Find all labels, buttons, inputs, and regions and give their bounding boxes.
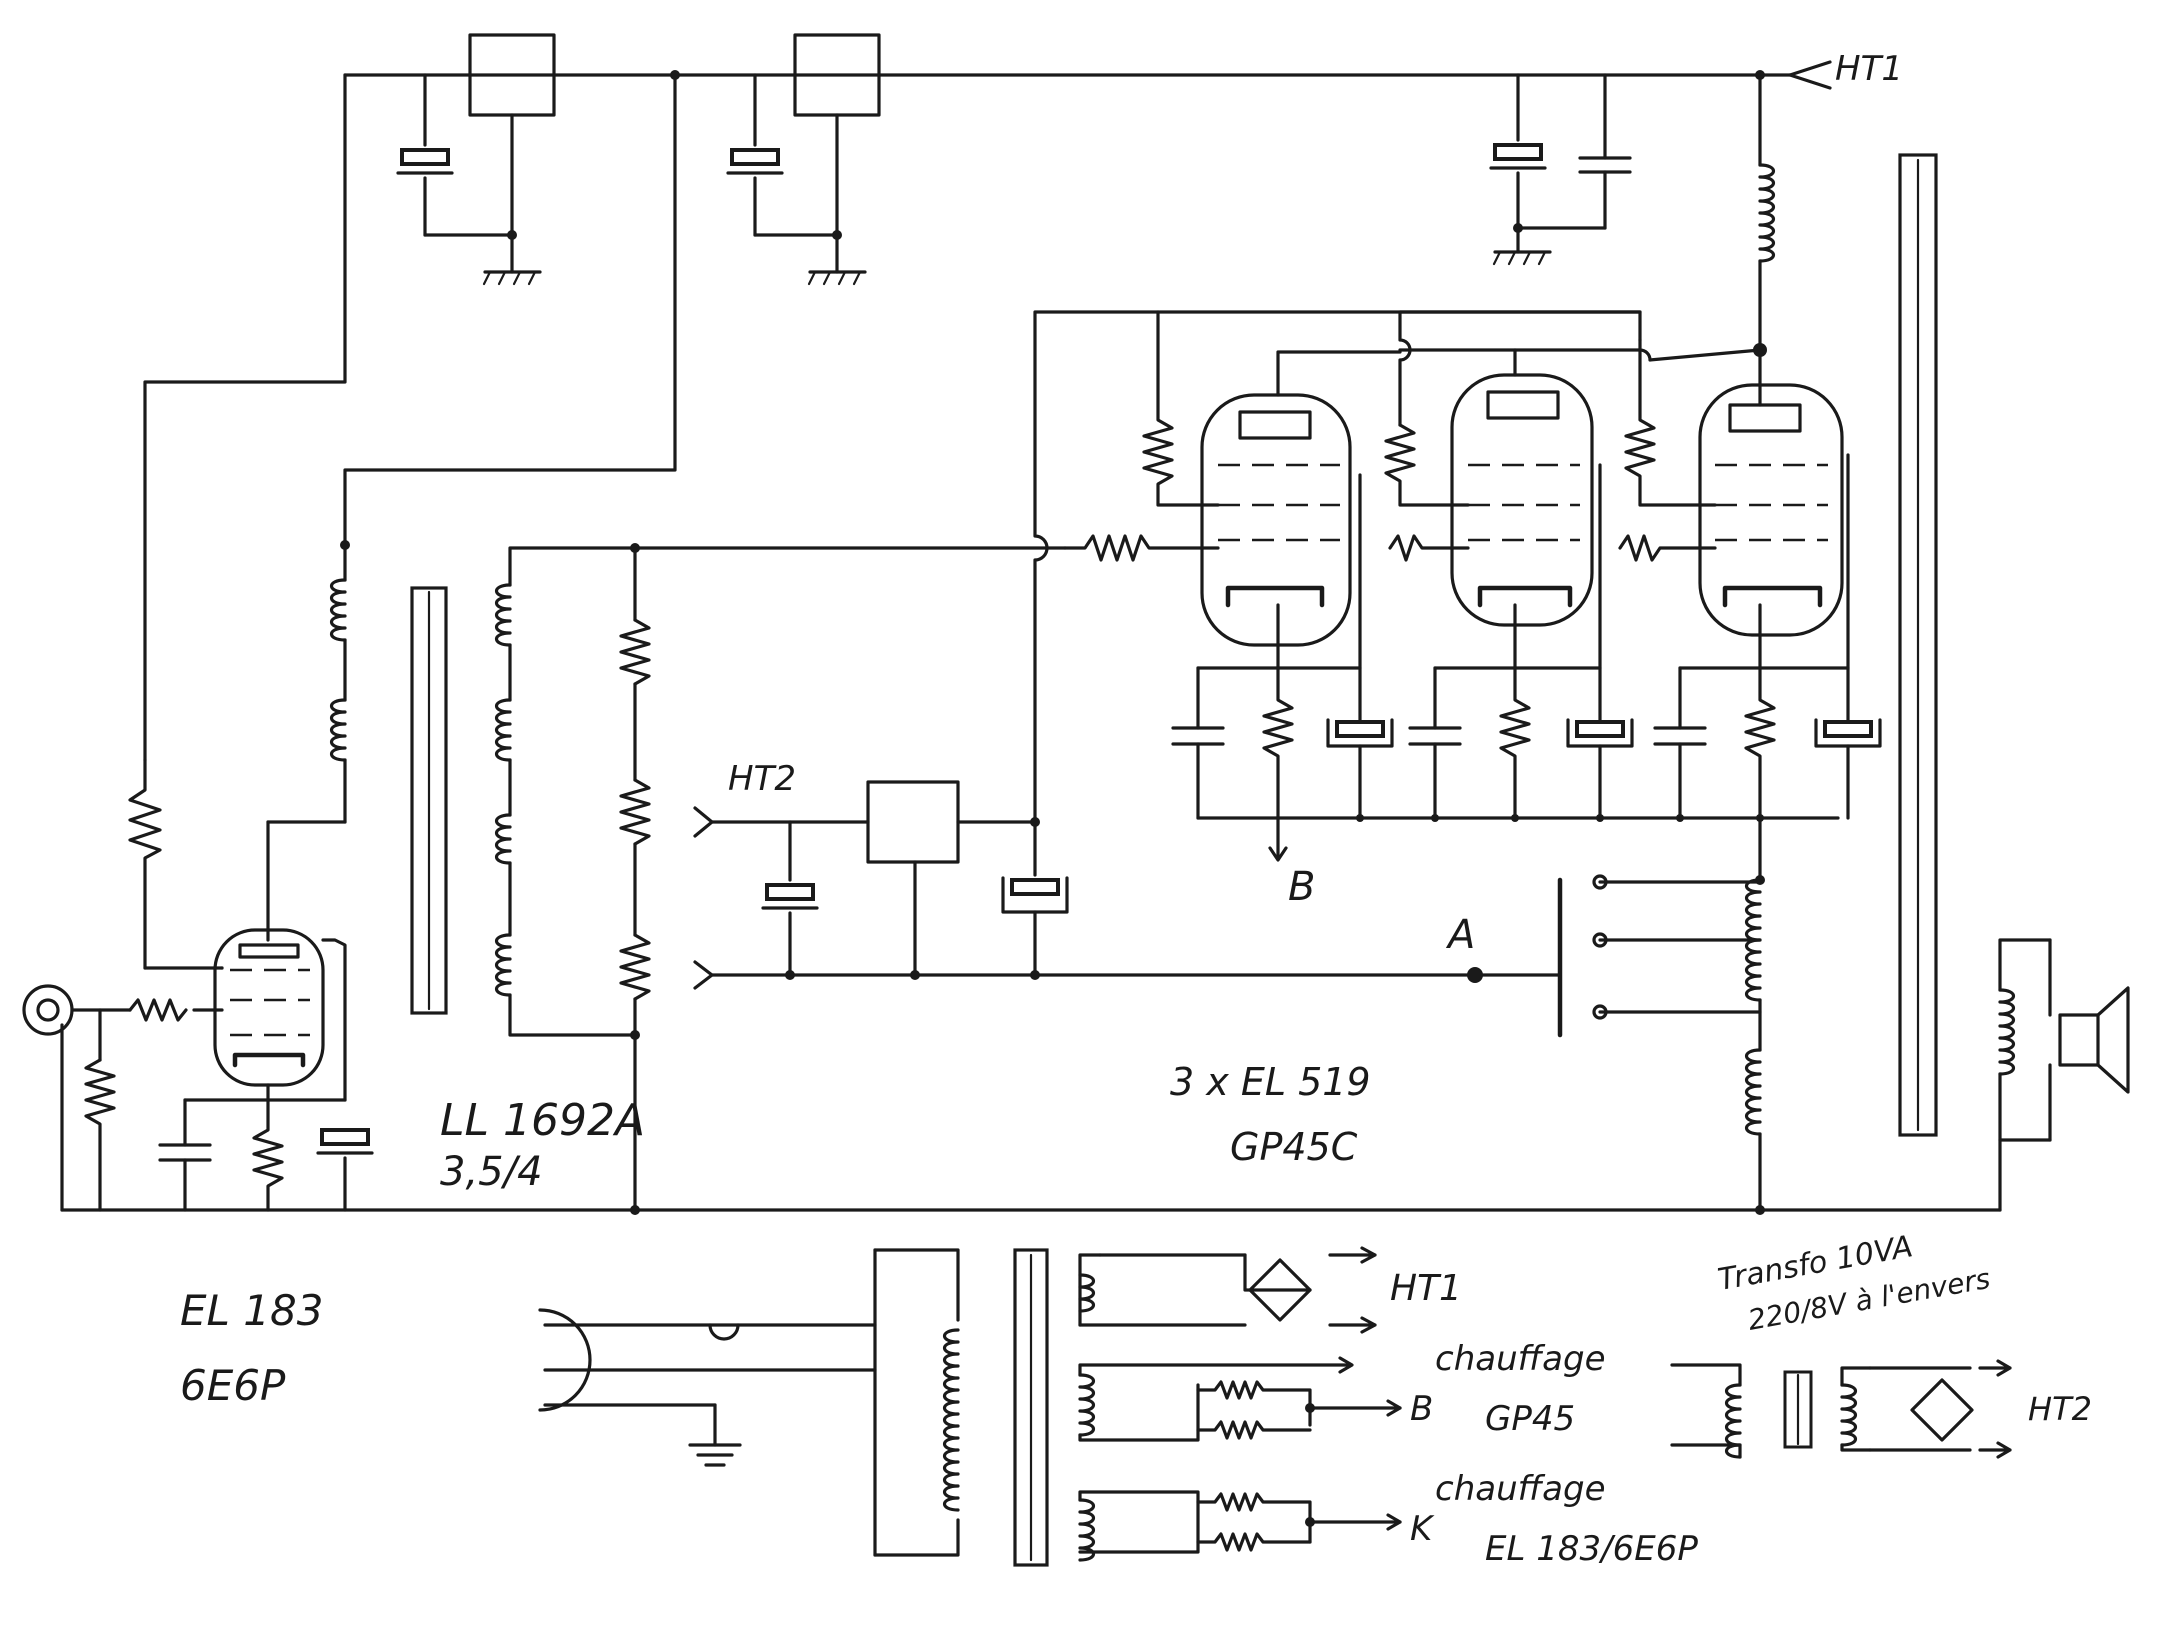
- plate-choke: [1758, 163, 1776, 263]
- bias-filter-box: [866, 780, 960, 864]
- heater2-target-label: EL 183/6E6P: [1485, 1529, 1698, 1569]
- driver-stage: [22, 540, 374, 1212]
- tube-count-label: 3 x EL 519: [1170, 1060, 1371, 1104]
- electrolytic-capacitor: [730, 148, 780, 166]
- ground-symbol: [807, 270, 867, 286]
- bridge-rectifier-2: [1910, 1378, 1974, 1442]
- ps-ht1-label: HT1: [1390, 1268, 1462, 1309]
- ht2-input-label: HT2: [728, 759, 796, 799]
- el519-tube-3: [1698, 383, 1844, 637]
- ground-symbol: [482, 270, 542, 286]
- heater1-label: chauffage: [1435, 1339, 1606, 1379]
- heater2-node-label: K: [1410, 1509, 1435, 1549]
- el519-tube-2: [1450, 373, 1594, 627]
- el519-tube-1: [1200, 393, 1352, 647]
- node-a-label: A: [1445, 912, 1475, 958]
- ground-symbol: [1492, 250, 1552, 266]
- tube-alt-label: GP45C: [1230, 1125, 1358, 1169]
- heater1-node-label: B: [1410, 1389, 1433, 1429]
- el183-tube: [213, 928, 325, 1087]
- fuse-icon: [708, 1323, 740, 1341]
- driver-tube-label: EL 183: [180, 1286, 323, 1335]
- speaker-icon: [2096, 986, 2130, 1094]
- electrolytic-capacitor: [400, 148, 450, 166]
- transformer-ratio-label: 3,5/4: [440, 1149, 543, 1195]
- interstage-transformer: [494, 543, 1067, 1212]
- speaker-magnet: [2058, 1013, 2100, 1067]
- transformer-ref-label: LL 1692A: [440, 1095, 645, 1146]
- output-stage: [1063, 73, 1882, 862]
- input-jack[interactable]: [22, 984, 74, 1036]
- heater1-target-label: GP45: [1485, 1399, 1575, 1439]
- output-transformer: [60, 153, 2130, 1215]
- node-b-label: B: [1288, 864, 1315, 910]
- bias-supply: [693, 310, 1642, 990]
- electrolytic-capacitor: [1493, 143, 1543, 161]
- driver-tube-alt-label: 6E6P: [180, 1361, 286, 1410]
- plate-choke-2: [329, 698, 347, 762]
- ht-supply-rail: [343, 33, 1832, 286]
- ps-ht2-label: HT2: [2028, 1390, 2092, 1428]
- supply-routing: [143, 73, 677, 762]
- mains-supply: [538, 1246, 1402, 1567]
- ht1-label: HT1: [1835, 49, 1903, 89]
- grid-stopper: [128, 998, 188, 1022]
- heater2-label: chauffage: [1435, 1469, 1606, 1509]
- aux-transformer: [1670, 1359, 2012, 1459]
- plate-choke-1: [329, 578, 347, 642]
